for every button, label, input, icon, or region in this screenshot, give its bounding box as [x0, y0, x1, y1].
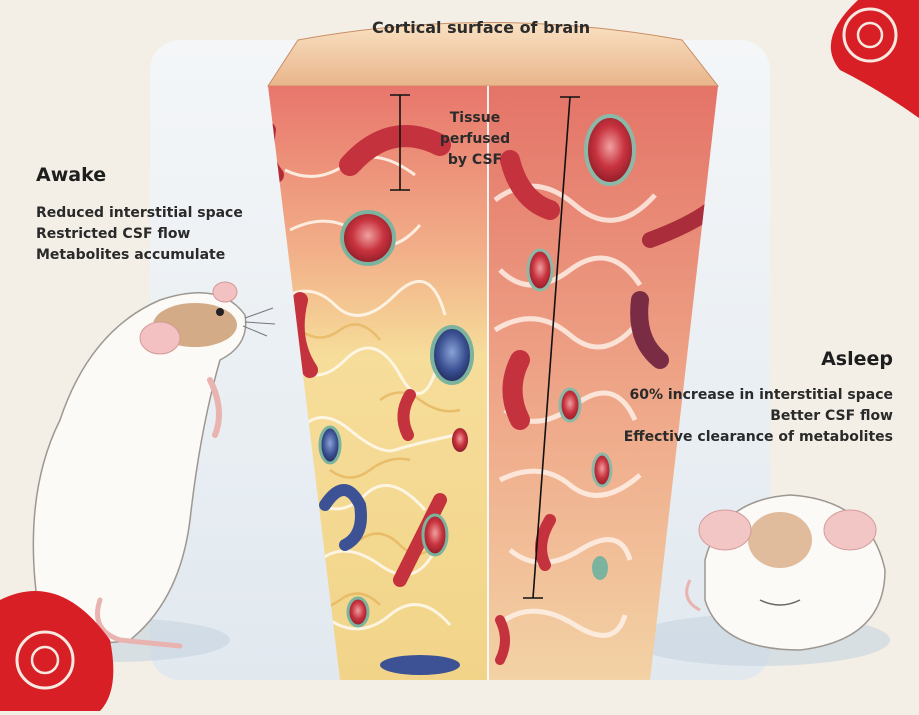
awake-line-3: Metabolites accumulate	[36, 245, 243, 266]
asleep-description: 60% increase in interstitial space Bette…	[624, 385, 893, 448]
tissue-perfused-label: Tissue perfused by CSF	[415, 108, 535, 171]
tissue-label-line2: by CSF	[415, 150, 535, 171]
awake-description: Reduced interstitial space Restricted CS…	[36, 203, 243, 266]
awake-line-1: Reduced interstitial space	[36, 203, 243, 224]
asleep-heading: Asleep	[821, 348, 893, 370]
asleep-line-3: Effective clearance of metabolites	[624, 427, 893, 448]
awake-heading: Awake	[36, 164, 106, 186]
awake-line-2: Restricted CSF flow	[36, 224, 243, 245]
asleep-line-2: Better CSF flow	[624, 406, 893, 427]
asleep-line-1: 60% increase in interstitial space	[624, 385, 893, 406]
tissue-label-line1: Tissue perfused	[415, 108, 535, 150]
cortical-surface-label: Cortical surface of brain	[372, 18, 590, 37]
